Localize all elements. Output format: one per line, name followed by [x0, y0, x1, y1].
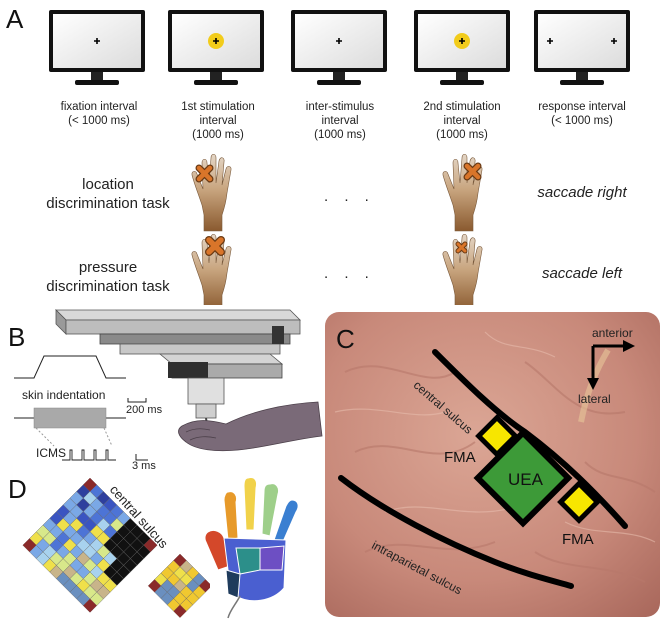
monitor-3: [291, 10, 387, 85]
uea-label: UEA: [508, 470, 543, 489]
electrode-array-map: [22, 478, 210, 618]
monitor-1: [49, 10, 145, 85]
response-left: saccade left: [541, 265, 623, 282]
fma-label-left: FMA: [444, 449, 476, 466]
monitor-2: [168, 10, 264, 85]
task-pressure: pressure discrimination task: [46, 259, 170, 295]
task-location: location discrimination task: [46, 176, 170, 212]
fma-label-right: FMA: [562, 531, 594, 548]
icms-label: ICMS: [36, 446, 66, 460]
stimulation-apparatus: [14, 309, 323, 461]
electrode-corner-marker: [83, 478, 97, 492]
hand-receptive-field-map: [204, 477, 299, 619]
anterior-label: anterior: [592, 326, 633, 340]
panel-b-letter: B: [8, 322, 26, 352]
monitor-4: [414, 10, 510, 85]
interval-caption-3: inter-stimulus interval (1000 ms): [305, 101, 375, 141]
interval-caption-1: fixation interval (< 1000 ms): [60, 101, 138, 127]
electrode-corner-marker: [22, 538, 37, 552]
panel-c-letter: C: [336, 324, 355, 354]
lateral-label: lateral: [578, 392, 611, 406]
monitor-5: [534, 10, 630, 85]
interval-caption-2: 1st stimulation interval (1000 ms): [181, 101, 255, 141]
interval-caption-5: response interval (< 1000 ms): [538, 101, 626, 127]
cortex-photo: [325, 312, 660, 617]
panel-d-letter: D: [8, 474, 27, 504]
response-right: saccade right: [537, 184, 627, 201]
ellipsis-location: . . .: [324, 188, 375, 205]
electrode-corner-marker: [143, 538, 158, 552]
hand-icons: [191, 153, 483, 305]
interval-caption-4: 2nd stimulation interval (1000 ms): [423, 101, 501, 141]
skin-scale-label: 200 ms: [126, 404, 163, 416]
monitor-row: [49, 10, 630, 85]
skin-indentation-label: skin indentation: [22, 388, 106, 402]
panel-a-letter: A: [6, 4, 24, 34]
icms-scale-label: 3 ms: [132, 460, 156, 472]
ellipsis-pressure: . . .: [324, 265, 375, 282]
monkey-hand: [178, 401, 323, 452]
